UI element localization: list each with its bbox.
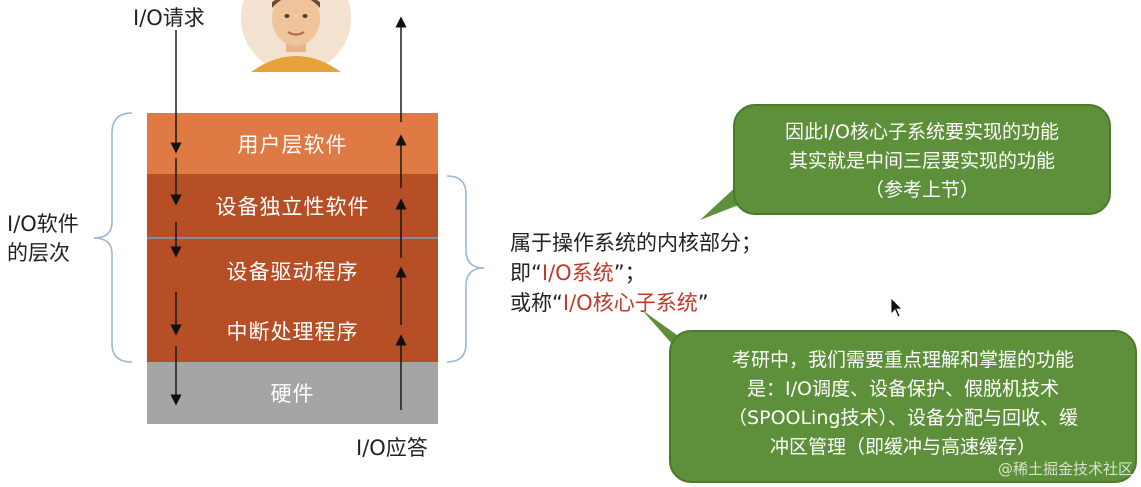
io-system-term: I/O系统 [541, 261, 614, 285]
layer-label: 中断处理程序 [226, 320, 359, 344]
bottom-callout-bubble: 考研中，我们需要重点理解和掌握的功能 是：I/O调度、设备保护、假脱机技术 （S… [669, 330, 1137, 483]
kernel-note-line2-suffix: ”； [613, 261, 646, 285]
io-response-label: I/O应答 [356, 436, 428, 460]
left-brace [93, 112, 133, 363]
user-avatar [241, 0, 351, 72]
software-levels-line: 的层次 [7, 241, 70, 265]
kernel-note-line1: 属于操作系统的内核部分； [510, 231, 762, 255]
layer-hardware: 硬件 [147, 362, 438, 424]
watermark: @稀土掘金技术社区 [997, 460, 1133, 478]
layer-device-driver: 设备驱动程序 [147, 237, 438, 302]
bottom-callout-line: 考研中，我们需要重点理解和掌握的功能 [731, 349, 1074, 371]
software-levels-line: I/O软件 [7, 212, 79, 236]
software-levels-label: I/O软件 的层次 [7, 210, 79, 268]
top-callout-line: （参考上节） [864, 179, 979, 201]
bottom-callout-line: （SPOOLing技术）、设备分配与回收、缓 [728, 407, 1078, 429]
kernel-note-line2-prefix: 即“ [510, 261, 542, 285]
kernel-note-line3-prefix: 或称“ [510, 291, 563, 315]
layer-interrupt-handler: 中断处理程序 [147, 300, 438, 362]
layer-label: 硬件 [270, 382, 315, 406]
io-request-label: I/O请求 [133, 6, 205, 30]
kernel-note-line3: 或称“I/O核心子系统” [510, 288, 762, 318]
kernel-note: 属于操作系统的内核部分； 即“I/O系统”； 或称“I/O核心子系统” [510, 228, 762, 318]
top-callout-bubble: 因此I/O核心子系统要实现的功能 其实就是中间三层要实现的功能 （参考上节） [733, 104, 1111, 215]
kernel-note-line2: 即“I/O系统”； [510, 258, 762, 288]
layer-user-software: 用户层软件 [147, 113, 438, 174]
kernel-note-line3-suffix: ” [697, 291, 709, 315]
layer-label: 设备独立性软件 [215, 194, 370, 219]
io-core-subsystem-term: I/O核心子系统 [562, 291, 698, 315]
layer-label: 设备驱动程序 [226, 259, 359, 284]
bottom-callout-line: 是：I/O调度、设备保护、假脱机技术 [747, 378, 1059, 400]
top-callout-line: 因此I/O核心子系统要实现的功能 [785, 121, 1059, 143]
layer-label: 用户层软件 [237, 132, 348, 157]
layer-device-independent-software: 设备独立性软件 [147, 174, 438, 237]
top-callout-line: 其实就是中间三层要实现的功能 [788, 150, 1055, 172]
right-brace [446, 175, 485, 363]
cursor-icon [890, 297, 903, 318]
bottom-callout-line: 冲区管理（即缓冲与高速缓存） [769, 436, 1036, 458]
